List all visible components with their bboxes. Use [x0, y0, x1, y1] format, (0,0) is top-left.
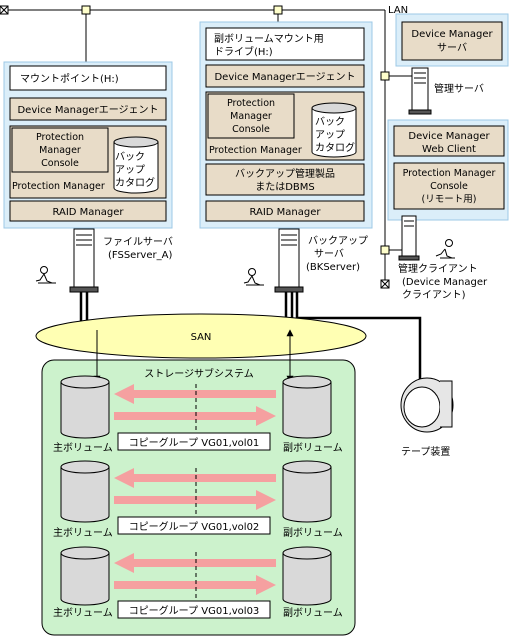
fs-catalog-line3: カタログ — [115, 176, 155, 189]
backup-server-tower-icon — [274, 228, 304, 293]
fs-agent-label: Device Managerエージェント — [17, 105, 158, 116]
bk-product-line2: またはDBMS — [255, 181, 315, 193]
mgmt-server-label: 管理サーバ — [434, 82, 484, 95]
volume-pair: コピーグループ VG01,vol03 主ボリューム 副ボリューム — [53, 546, 343, 619]
bk-catalog-line1: バック — [315, 116, 345, 128]
webclient-line1: Device Manager — [408, 131, 490, 142]
copy-group-label: コピーグループ VG01,vol01 — [129, 436, 260, 449]
bk-console-line3: Console — [232, 124, 270, 135]
remote-console-line2: Console — [430, 181, 468, 192]
copy-arrow-left — [114, 384, 276, 404]
file-server-panel: マウントポイント(H:) Device Managerエージェント Protec… — [3, 61, 173, 229]
secondary-volume-label: 副ボリューム — [283, 442, 343, 454]
bk-drive-line2: ドライブ(H:) — [214, 45, 273, 58]
management-client-tower-icon — [398, 215, 420, 261]
fs-console-line1: Protection — [36, 132, 84, 143]
secondary-volume-icon — [282, 375, 332, 439]
secondary-volume-icon — [282, 460, 332, 523]
volume-pair: コピーグループ VG01,vol02 主ボリューム 副ボリューム — [53, 460, 343, 539]
bk-drive-line1: 副ボリュームマウント用 — [214, 33, 324, 45]
file-server-user-icon — [35, 266, 56, 284]
lan-network: LAN — [0, 5, 412, 289]
mgmt-server-box-line1: Device Manager — [411, 29, 493, 40]
storage-label: ストレージサブシステム — [144, 367, 254, 380]
tape-device-icon — [400, 377, 454, 433]
san-label: SAN — [191, 332, 212, 343]
fs-catalog-line1: バック — [115, 151, 145, 163]
mgmt-client-label-line1: 管理クライアント — [398, 262, 478, 275]
fs-server-label-line1: ファイルサーバ — [103, 236, 173, 248]
primary-volume-label: 主ボリューム — [53, 527, 113, 539]
fs-raid-label: RAID Manager — [52, 207, 124, 218]
copy-group-label: コピーグループ VG01,vol02 — [129, 520, 260, 533]
bk-raid-label: RAID Manager — [249, 207, 321, 218]
secondary-volume-label: 副ボリューム — [283, 527, 343, 539]
mgmt-client-label-line3: クライアント) — [402, 289, 466, 301]
copy-group-label: コピーグループ VG01,vol03 — [129, 604, 260, 617]
copy-arrow-right — [114, 406, 276, 426]
bk-catalog-line3: カタログ — [315, 141, 355, 154]
bk-agent-label: Device Managerエージェント — [214, 72, 355, 83]
bk-catalog-cylinder: バック アップ カタログ — [311, 102, 357, 158]
primary-volume-label: 主ボリューム — [53, 442, 113, 454]
management-client-panel: Device Manager Web Client Protection Man… — [387, 119, 509, 221]
bk-server-label-line2: サーバ — [314, 248, 344, 260]
lan-label: LAN — [388, 5, 408, 16]
remote-console-line1: Protection Manager — [403, 168, 496, 179]
fs-server-label-line2: (FSServer_A) — [108, 250, 172, 261]
bk-product-line1: バックアップ管理製品 — [235, 167, 335, 180]
fs-catalog-cylinder: バック アップ カタログ — [113, 136, 159, 194]
file-server-tower-icon — [69, 228, 99, 293]
fs-catalog-line2: アップ — [115, 164, 145, 176]
copy-arrow-right — [114, 575, 276, 595]
fs-console-line3: Console — [41, 158, 79, 169]
bk-catalog-line2: アップ — [315, 129, 345, 141]
mountpoint-label: マウントポイント(H:) — [20, 73, 119, 85]
backup-server-user-icon — [243, 268, 264, 286]
webclient-line2: Web Client — [422, 144, 476, 155]
mgmt-server-box-line2: サーバ — [437, 42, 467, 54]
mgmt-client-label-line2: (Device Manager — [402, 277, 488, 288]
bk-server-label-line3: (BKServer) — [306, 262, 360, 273]
bk-console-line2: Manager — [230, 111, 272, 122]
management-client-user-icon — [435, 239, 455, 259]
copy-arrow-left — [114, 468, 276, 488]
primary-volume-icon — [60, 375, 110, 439]
secondary-volume-icon — [282, 546, 332, 606]
bk-console-line1: Protection — [227, 98, 275, 109]
management-server-panel: Device Manager サーバ — [395, 13, 509, 67]
bk-server-label-line1: バックアップ — [308, 235, 368, 247]
backup-server-panel: 副ボリュームマウント用 ドライブ(H:) Device Managerエージェン… — [199, 21, 373, 229]
management-server-tower-icon — [408, 67, 432, 115]
tape-label: テープ装置 — [401, 445, 450, 458]
copy-arrow-right — [114, 490, 276, 510]
primary-volume-icon — [60, 460, 110, 523]
bk-pm-label: Protection Manager — [209, 145, 302, 156]
remote-console-line3: (リモート用) — [422, 194, 477, 205]
copy-arrow-left — [114, 553, 276, 573]
primary-volume-icon — [60, 546, 110, 606]
primary-volume-label: 主ボリューム — [53, 607, 113, 619]
fs-pm-label: Protection Manager — [12, 181, 105, 192]
san-network: SAN — [35, 313, 367, 359]
volume-pair: コピーグループ VG01,vol01 主ボリューム 副ボリューム — [53, 375, 343, 454]
secondary-volume-label: 副ボリューム — [283, 607, 343, 619]
fs-console-line2: Manager — [39, 145, 81, 156]
